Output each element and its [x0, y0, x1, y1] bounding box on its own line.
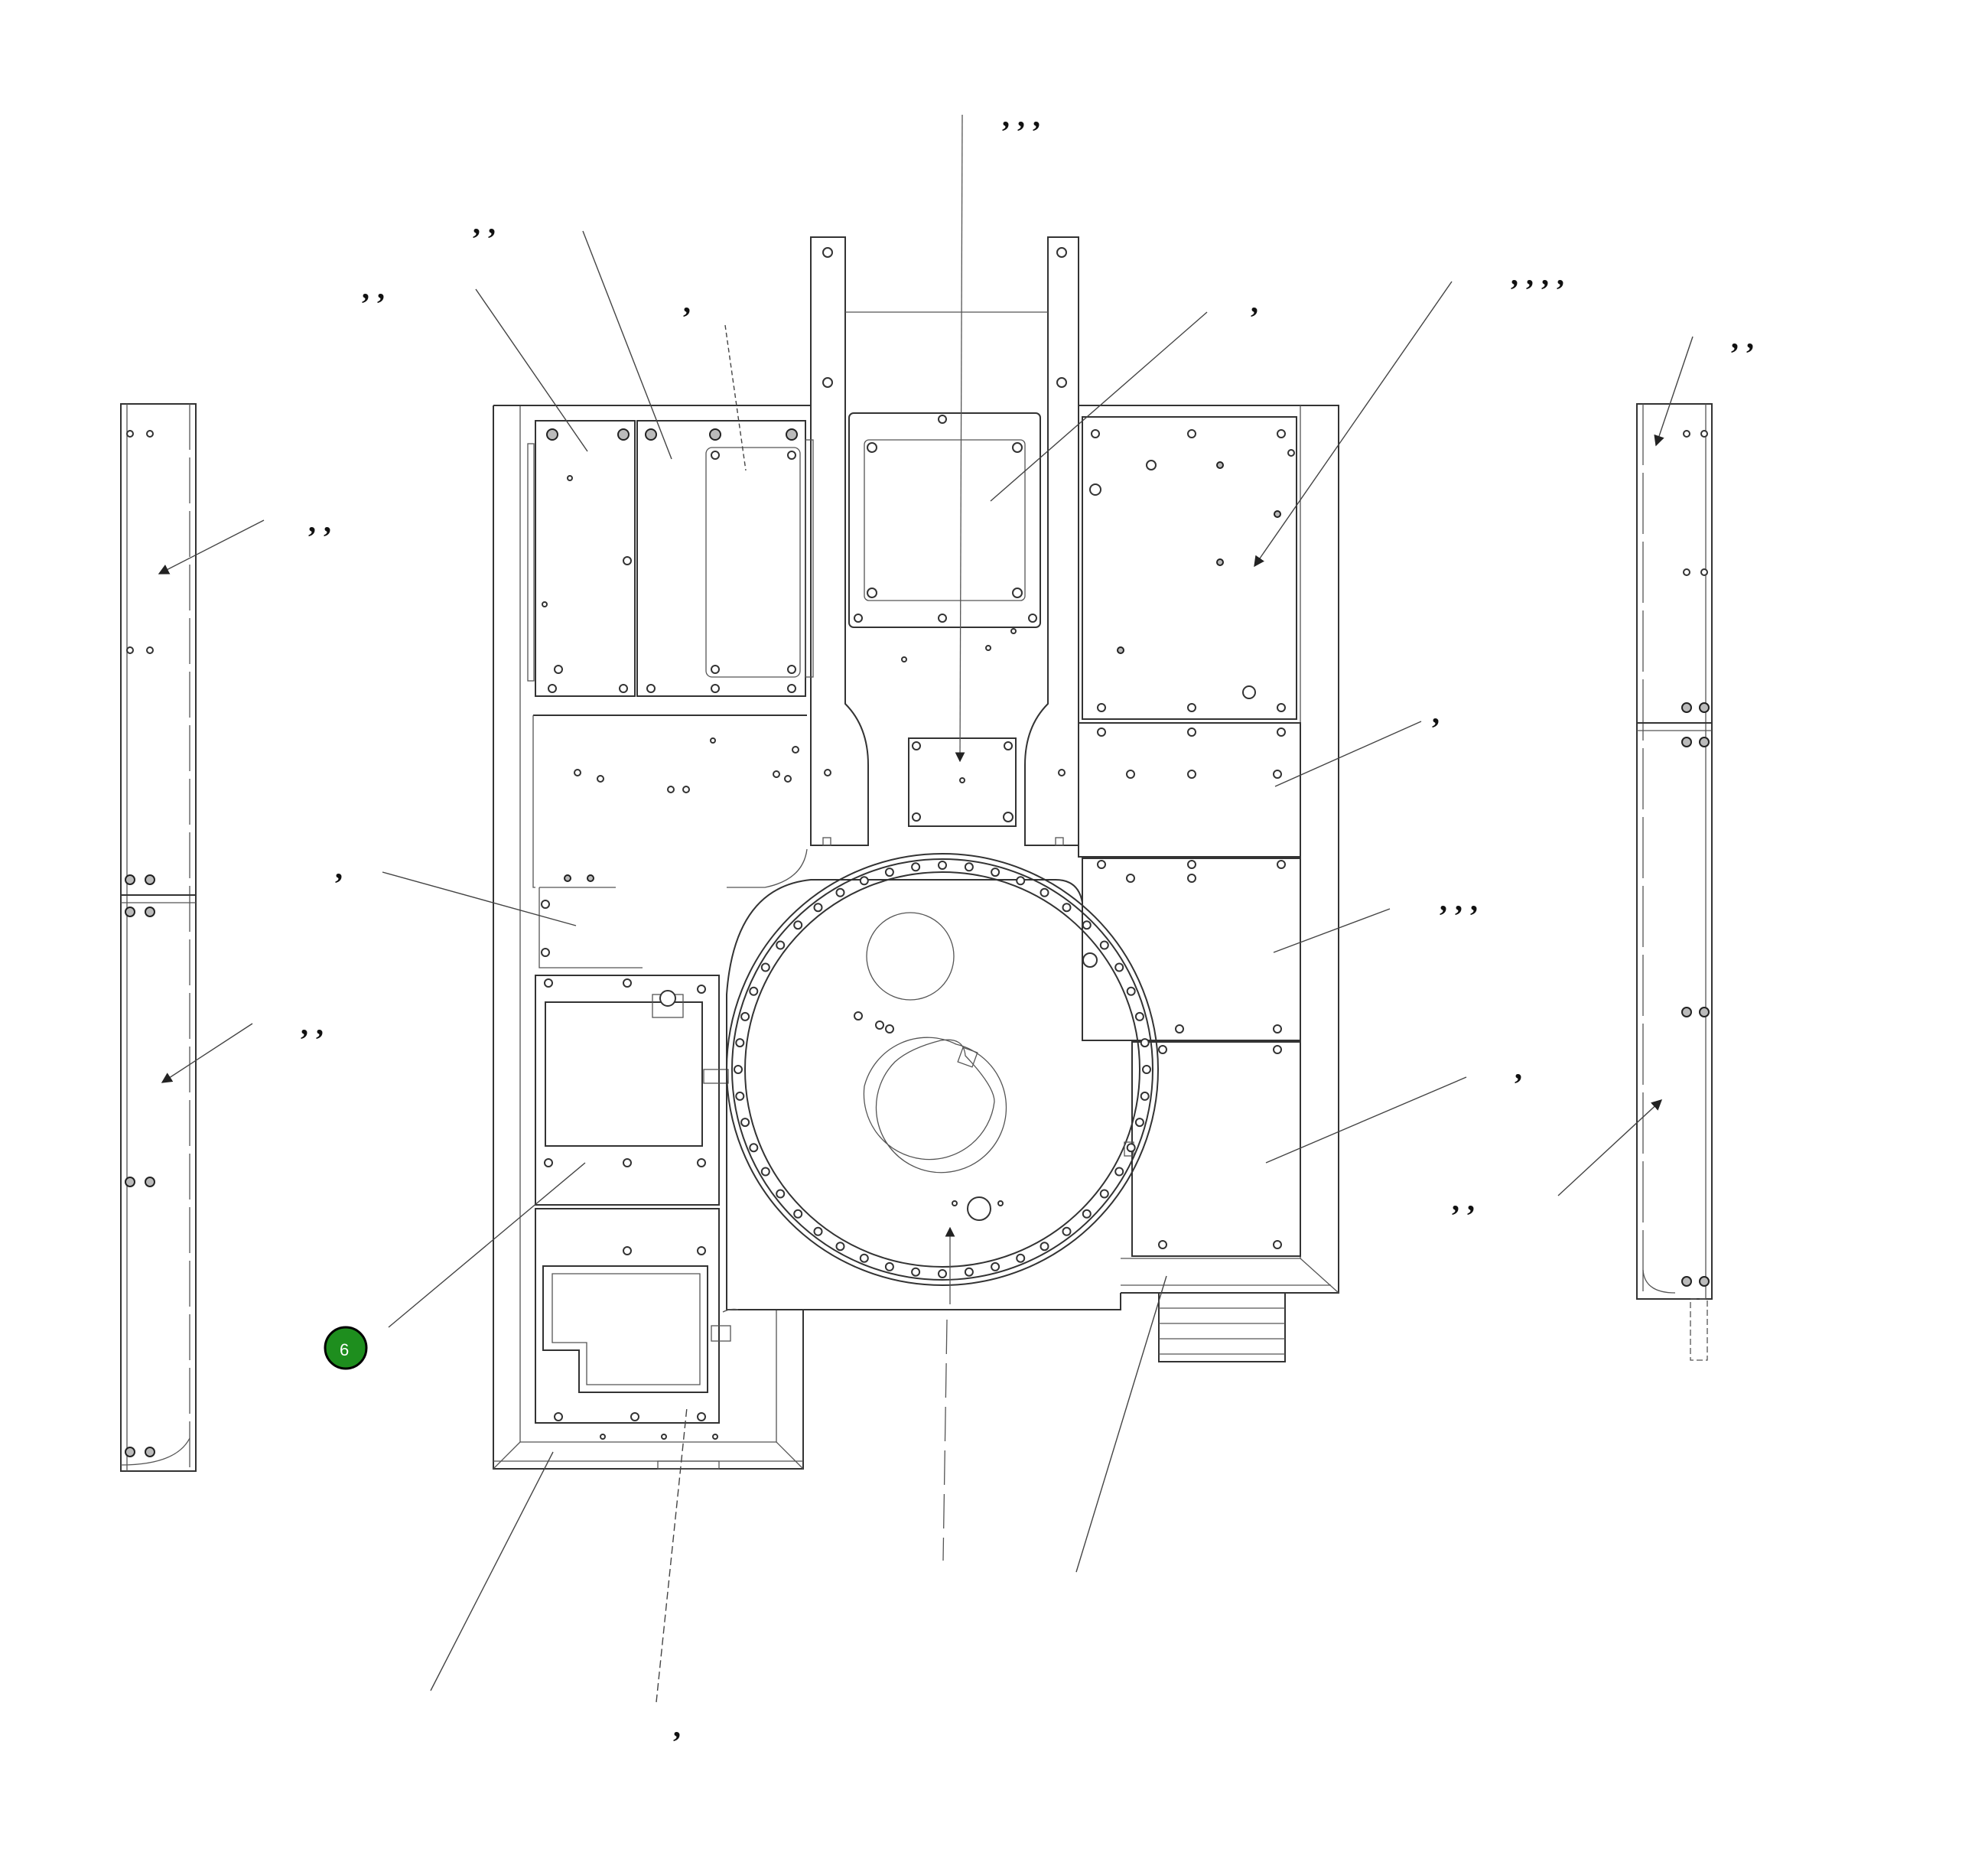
- left-rail-holes: [125, 430, 155, 1457]
- bolt-hole: [1062, 1226, 1072, 1236]
- bolt-hole: [1099, 1189, 1109, 1199]
- bolt-hole: [793, 1209, 803, 1219]
- label-mark: ,: [1432, 695, 1440, 730]
- bolt-hole: [1082, 1209, 1092, 1219]
- bolt-hole: [1134, 1011, 1144, 1021]
- bolt-hole: [734, 1065, 743, 1074]
- left-side-rail: [120, 403, 197, 1472]
- right-side-rail: [1636, 403, 1713, 1361]
- bolt-hole: [813, 903, 823, 913]
- bolt-hole: [1140, 1038, 1150, 1048]
- bolt-hole: [991, 868, 1001, 877]
- bolt-hole: [911, 862, 921, 872]
- leader-lines: [158, 230, 1694, 1703]
- label-mark: , ,: [301, 1007, 324, 1041]
- bolt-hole: [1114, 1167, 1124, 1177]
- label-mark: , , , ,: [1511, 257, 1564, 291]
- bolt-hole: [1040, 1242, 1049, 1252]
- bolt-hole: [1134, 1118, 1144, 1128]
- top-left-panels: [527, 420, 814, 697]
- bolt-hole: [964, 1267, 974, 1277]
- label-mark: ,: [335, 851, 343, 885]
- label-mark: ,: [1515, 1051, 1522, 1086]
- bolt-hole: [1062, 903, 1072, 913]
- label-mark: ,: [1251, 285, 1258, 319]
- bolt-hole: [760, 962, 770, 972]
- top-right-panel: [1082, 416, 1297, 720]
- right-rail-holes: [1681, 430, 1710, 1287]
- bolt-hole: [760, 1167, 770, 1177]
- bolt-hole: [938, 1269, 947, 1278]
- bolt-hole: [735, 1091, 745, 1101]
- bolt-hole: [1016, 1253, 1026, 1263]
- label-mark: , ,: [1731, 321, 1754, 355]
- bolt-hole: [776, 1189, 786, 1199]
- right-middle-panels: [1078, 722, 1301, 1257]
- main-frame: [493, 236, 1339, 1470]
- label-mark: , ,: [308, 504, 331, 539]
- turntable-ring: [726, 853, 1159, 1300]
- bolt-hole: [813, 1226, 823, 1236]
- bolt-hole: [884, 868, 894, 877]
- label-mark: ,: [683, 285, 691, 319]
- bottom-steps: [1158, 1292, 1286, 1362]
- bolt-hole: [749, 986, 759, 996]
- bolt-hole: [1016, 876, 1026, 886]
- label-mark: , ,: [473, 206, 496, 240]
- bolt-hole: [1142, 1065, 1151, 1074]
- bolt-hole: [740, 1118, 750, 1128]
- bolt-hole: [1040, 887, 1049, 897]
- bolt-hole: [991, 1261, 1001, 1271]
- label-marks: , , , , , , , , , , , , , , , , , , , , …: [301, 99, 1754, 1743]
- label-mark: , , ,: [1440, 883, 1478, 917]
- bolt-hole: [859, 876, 869, 886]
- label-mark: , , ,: [1002, 99, 1040, 133]
- bolt-hole: [776, 940, 786, 950]
- bolt-hole: [793, 920, 803, 930]
- label-mark: , ,: [1452, 1183, 1475, 1217]
- bolt-hole: [884, 1261, 894, 1271]
- bolt-hole: [835, 887, 845, 897]
- top-center-panel: [822, 412, 1064, 846]
- bolt-hole: [1099, 940, 1109, 950]
- label-mark: , ,: [362, 271, 385, 305]
- bolt-hole: [735, 1038, 745, 1048]
- bolt-hole: [1126, 986, 1136, 996]
- callout-number: 6: [340, 1340, 349, 1359]
- bolt-hole: [859, 1253, 869, 1263]
- center-axis: [942, 114, 965, 1561]
- bolt-hole: [749, 1143, 759, 1153]
- bolt-hole: [911, 1267, 921, 1277]
- bolt-hole: [1114, 962, 1124, 972]
- turntable-bolt-holes: [734, 861, 1151, 1278]
- bolt-hole: [835, 1242, 845, 1252]
- bolt-hole: [1126, 1143, 1136, 1153]
- bolt-hole: [964, 862, 974, 872]
- left-lower-panels: [532, 715, 808, 1440]
- bolt-hole: [740, 1011, 750, 1021]
- bolt-hole: [1140, 1091, 1150, 1101]
- bolt-hole: [938, 861, 947, 870]
- callout-badge[interactable]: 6: [324, 1326, 368, 1370]
- label-mark: ,: [673, 1709, 681, 1743]
- bolt-hole: [1082, 920, 1092, 930]
